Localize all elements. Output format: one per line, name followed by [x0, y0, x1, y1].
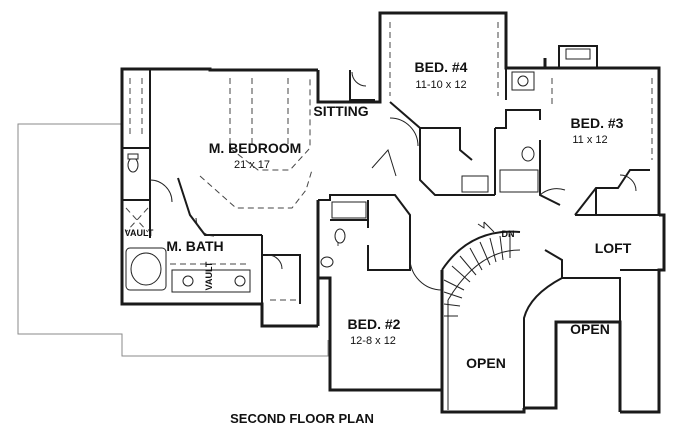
stair-dn-note: DN	[502, 229, 515, 239]
toilet	[334, 228, 346, 244]
bed4-name: BED. #4	[415, 59, 468, 75]
chimney	[558, 45, 598, 69]
vault-bath-note: VAULT	[125, 228, 154, 238]
bed3-name: BED. #3	[571, 115, 624, 131]
open-stair-label: OPEN	[466, 355, 506, 371]
toilet	[521, 146, 535, 162]
plan-title: SECOND FLOOR PLAN	[230, 411, 374, 426]
loft-label: LOFT	[595, 240, 632, 256]
sink	[234, 275, 246, 287]
stair	[443, 221, 521, 410]
roof-outline	[17, 123, 329, 357]
open-right-label: OPEN	[570, 321, 610, 337]
master-bath-label: M. BATH	[166, 238, 223, 254]
doors	[149, 71, 637, 291]
master-bedroom-dims: 21 x 17	[234, 159, 270, 171]
bed4-dims: 11-10 x 12	[415, 79, 466, 91]
interior-walls	[122, 68, 659, 408]
bed3-dims: 11 x 12	[572, 134, 607, 146]
master-bedroom-name: M. BEDROOM	[209, 140, 302, 156]
exterior-walls	[120, 11, 666, 414]
bath-fixtures	[125, 71, 539, 293]
sitting-label: SITTING	[313, 103, 368, 119]
toilet	[127, 157, 139, 173]
ceiling-lines	[125, 22, 653, 301]
vault-vertical-note: VAULT	[204, 261, 214, 290]
room-labels: BED. #4 11-10 x 12 BED. #3 11 x 12 M. BE…	[125, 59, 632, 371]
sink	[182, 275, 194, 287]
sink	[320, 256, 334, 268]
bed2-dims: 12-8 x 12	[350, 335, 396, 347]
bed2-name: BED. #2	[348, 316, 401, 332]
